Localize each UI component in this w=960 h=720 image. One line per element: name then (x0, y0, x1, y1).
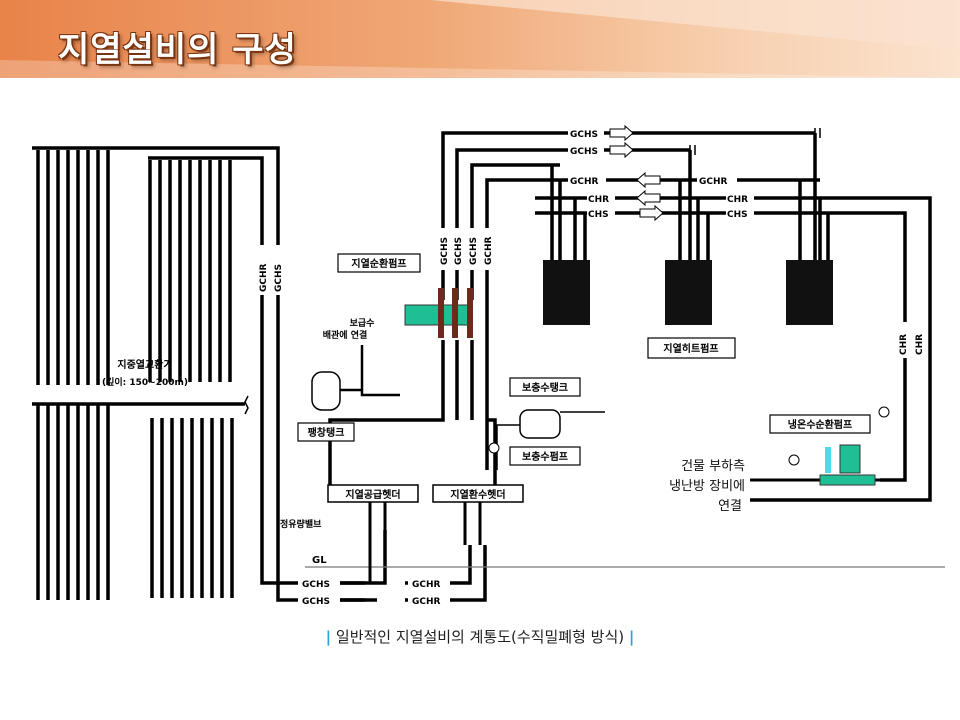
caption-bar-right: | (628, 628, 635, 646)
pipe-label: GCHR (259, 263, 269, 292)
pipe-label: GCHS (469, 237, 479, 265)
makeup-note-2: 배관에 연결 (323, 329, 368, 341)
gchr-gchs-vertical-labels: GCHR GCHS (255, 245, 285, 295)
caption-bar-left: | (325, 628, 332, 646)
circulation-pump-icon (404, 288, 473, 338)
pipe-label: GCHS (274, 264, 284, 292)
pipe-label: CHR (727, 195, 748, 205)
figure-caption: | 일반적인 지열설비의 계통도(수직밀폐형 방식) | (0, 626, 960, 647)
flow-arrows (609, 124, 664, 222)
makeup-pump-label: 보충수펌프 (522, 450, 568, 463)
pipe-label: GCHR (570, 177, 599, 187)
ground-exchanger-label: 지중열교환기 (117, 358, 172, 371)
chw-pump-label: 냉온수순환펌프 (788, 418, 852, 431)
pipe-label: CHS (727, 210, 748, 220)
pipe-label: GCHR (699, 177, 728, 187)
supply-header-label: 지열공급헷더 (345, 488, 400, 501)
chw-pump-icon (750, 406, 890, 486)
expansion-tank-label: 팽창탱크 (308, 426, 345, 439)
heat-pump-units (543, 260, 833, 325)
pipe-labels-top: GCHS GCHS GCHR CHR CHS GCHR CHR CHS (568, 127, 754, 220)
caption-text: 일반적인 지열설비의 계통도(수직밀폐형 방식) (335, 628, 625, 646)
makeup-note-1: 보급수 (350, 318, 375, 329)
pipe-label: GCHR (412, 580, 441, 590)
pipe-label: CHR (899, 334, 909, 355)
makeup-tank-label: 보충수탱크 (522, 381, 568, 394)
pipe-label: GCHS (570, 147, 598, 157)
building-note-1: 건물 부하측 (681, 459, 745, 474)
pipe-label: CHR (588, 195, 609, 205)
expansion-tank-icon (311, 371, 362, 411)
pipe-label: GCHS (302, 580, 330, 590)
pipe-label: GCHS (440, 237, 450, 265)
flow-valve-label: 정유량밸브 (280, 518, 322, 530)
depth-label: (깊이: 150~200m) (102, 376, 188, 388)
pipe-label: GCHR (484, 236, 494, 265)
pipe-label: GCHS (570, 130, 598, 140)
building-note-3: 연결 (718, 499, 742, 514)
pipe-label: GCHR (412, 597, 441, 607)
circ-pump-label: 지열순환펌프 (351, 257, 406, 270)
return-header-label: 지열환수헷더 (450, 488, 505, 501)
banner-stripe (0, 0, 960, 78)
building-note-2: 냉난방 장비에 (669, 479, 745, 494)
page-title: 지열설비의 구성 (58, 30, 297, 70)
pipe-label: GCHS (302, 597, 330, 607)
makeup-tank-icon (488, 409, 605, 470)
pipe-label: CHR (915, 334, 925, 355)
pipe-label: GCHS (454, 237, 464, 265)
heat-pump-label: 지열히트펌프 (663, 342, 718, 355)
pipe-label: CHS (588, 210, 609, 220)
gl-label: GL (312, 555, 327, 566)
